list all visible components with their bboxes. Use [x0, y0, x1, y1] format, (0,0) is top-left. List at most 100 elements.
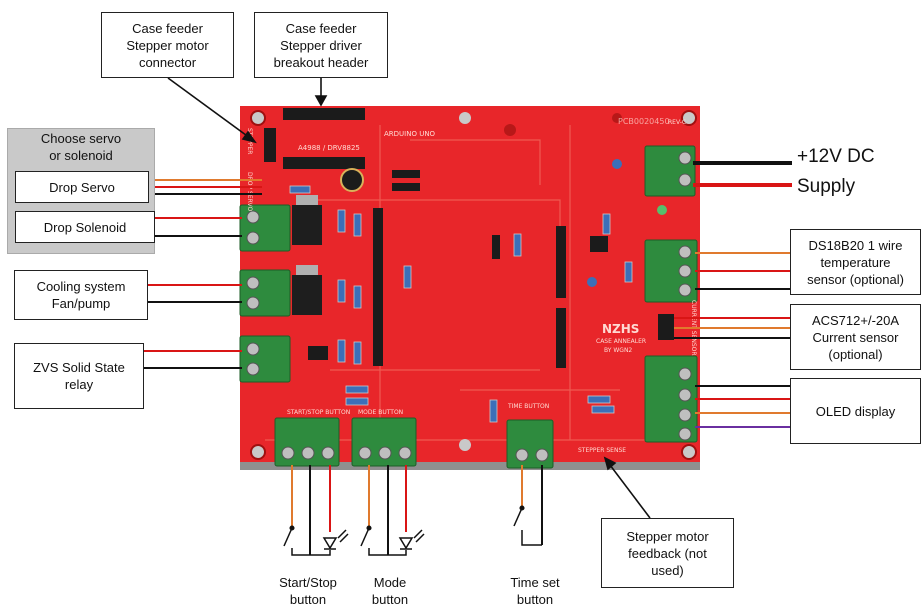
case-feeder-connector-label: Case feeder Stepper motor connector — [101, 12, 234, 78]
pcb-label-stepper-sense: STEPPER SENSE — [578, 447, 626, 454]
mounting-hole — [250, 110, 266, 126]
ceramic-capacitor — [612, 159, 622, 169]
mode-button-label: Mode button — [371, 575, 409, 607]
ds18b20-label: DS18B20 1 wire temperature sensor (optio… — [790, 229, 921, 295]
screw — [678, 283, 692, 297]
screw — [678, 408, 692, 422]
ic-chip — [308, 346, 328, 360]
screw — [678, 245, 692, 259]
screw — [678, 388, 692, 402]
mosfet-tab — [296, 195, 318, 205]
choose-servo-solenoid-title: Choose servo or solenoid — [40, 131, 122, 163]
terminal-block-solenoid — [239, 204, 291, 252]
stepper-driver-header — [283, 108, 365, 120]
pcb-label-author: BY WGN2 — [604, 347, 632, 354]
capacitor — [340, 168, 364, 192]
diodes — [392, 170, 500, 259]
switch-symbol — [283, 527, 293, 547]
switch-contact — [366, 525, 372, 531]
arduino-header — [556, 226, 566, 298]
stepper-driver-header — [283, 157, 365, 169]
resistor — [337, 209, 346, 233]
arrow-head — [603, 456, 617, 471]
screw — [678, 367, 692, 381]
resistor — [337, 339, 346, 363]
mounting-hole — [459, 439, 471, 451]
time-set-button-label: Time set button — [510, 575, 560, 607]
terminal-block-zvs — [239, 335, 291, 383]
resistor — [489, 399, 498, 423]
pcb-label-drop-servo: DROP SERVO — [246, 172, 253, 211]
screw — [398, 446, 412, 460]
screw — [321, 446, 335, 460]
switch-contact — [519, 505, 525, 511]
supply-voltage-label: +12V DC — [797, 146, 875, 167]
stepper-feedback-label: Stepper motor feedback (not used) — [601, 518, 734, 588]
screw — [678, 264, 692, 278]
acs712-label: ACS712+/-20A Current sensor (optional) — [790, 304, 921, 370]
screw — [246, 342, 260, 356]
pcb-label-rev: REV-C — [668, 119, 686, 126]
resistor — [624, 261, 633, 283]
screw — [678, 173, 692, 187]
diode — [392, 170, 420, 178]
mounting-hole — [681, 110, 697, 126]
resistor — [353, 341, 362, 365]
wires — [144, 161, 792, 555]
pointer-arrows — [167, 77, 651, 519]
resistor — [403, 265, 412, 289]
pcb-label-subtitle: CASE ANNEALER — [596, 338, 646, 345]
led-symbol — [398, 537, 414, 550]
resistor — [353, 285, 362, 309]
mounting-hole — [250, 444, 266, 460]
switch-symbol — [513, 507, 523, 527]
screw — [378, 446, 392, 460]
resistors — [289, 185, 633, 423]
resistor — [289, 185, 311, 194]
pcb-label-mode-button: MODE BUTTON — [358, 409, 403, 416]
arduino-header — [373, 208, 383, 366]
stepper-connector — [264, 128, 276, 162]
led-symbol — [322, 537, 338, 550]
diode — [392, 183, 420, 191]
arrow-head — [241, 130, 257, 144]
resistor — [353, 213, 362, 237]
led — [657, 205, 667, 215]
ceramic-capacitor — [587, 277, 597, 287]
resistor — [345, 397, 369, 406]
start-stop-button-label: Start/Stop button — [279, 575, 337, 607]
screw — [281, 446, 295, 460]
zvs-relay-label: ZVS Solid State relay — [14, 343, 144, 409]
resistor — [602, 213, 611, 235]
led-ray — [337, 529, 347, 539]
arduino-header — [556, 308, 566, 368]
led-ray — [413, 529, 423, 539]
screw — [246, 362, 260, 376]
screw — [535, 448, 549, 462]
mosfet — [292, 275, 322, 315]
switch-symbol — [360, 527, 370, 547]
drop-servo-label: Drop Servo — [15, 171, 149, 203]
pcb-label-brand: NZHS — [602, 322, 639, 336]
mosfet-tab — [296, 265, 318, 275]
resistor — [513, 233, 522, 257]
switch-return — [291, 548, 331, 556]
oled-display-label: OLED display — [790, 378, 921, 444]
arrow-head — [314, 95, 328, 107]
switch-contact — [289, 525, 295, 531]
screw — [246, 296, 260, 310]
screw — [678, 151, 692, 165]
mounting-hole — [681, 444, 697, 460]
drop-solenoid-label: Drop Solenoid — [15, 211, 155, 243]
screw — [678, 427, 692, 441]
current-sensor-header — [658, 314, 674, 340]
case-feeder-header-label: Case feeder Stepper driver breakout head… — [254, 12, 388, 78]
screw — [246, 231, 260, 245]
pcb-label-arduino: ARDUINO UNO — [384, 130, 436, 138]
arrow-stepper-feedback — [609, 464, 651, 519]
diode — [492, 235, 500, 259]
resistor — [587, 395, 611, 404]
supply-label: Supply — [797, 176, 856, 197]
screw — [301, 446, 315, 460]
